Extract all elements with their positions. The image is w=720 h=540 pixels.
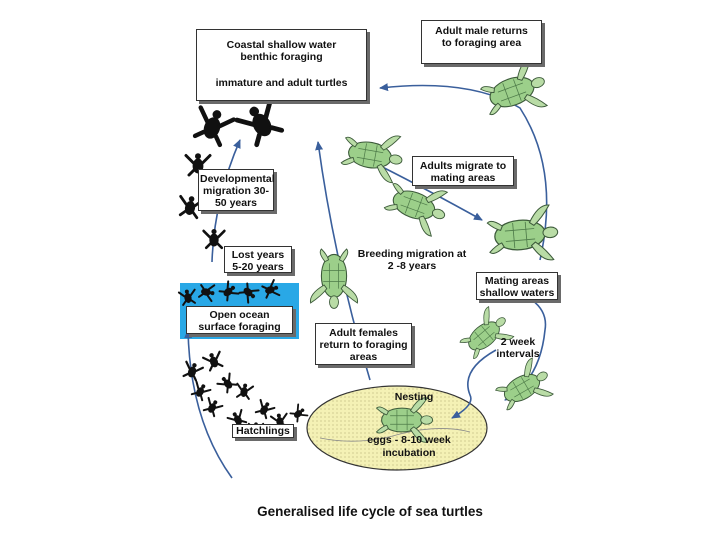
arrow-two-week (451, 349, 497, 419)
turtle-mating (485, 203, 561, 266)
turtle-female-return (309, 248, 359, 309)
hatchling-turtles (180, 349, 310, 437)
developmental-label: Developmental migration 30-50 years (200, 173, 275, 209)
arrow-hatchlings-to-ocean (184, 329, 233, 479)
adults-migrate-label: Adults migrate to mating areas (419, 160, 507, 184)
developmental-box: Developmental migration 30-50 years (198, 169, 275, 211)
turtle-male (476, 56, 554, 126)
mating-areas-label: Mating areas shallow waters (479, 275, 555, 299)
foraging-box: Coastal shallow water benthic foraging i… (196, 29, 367, 101)
foraging-title: Coastal shallow water benthic foraging (226, 39, 337, 63)
females-return-label: Adult females return to foraging areas (319, 327, 408, 363)
turtle-migrating-1 (338, 126, 407, 185)
foraging-subtitle: immature and adult turtles (215, 77, 348, 89)
hatchlings-label: Hatchlings (236, 425, 290, 437)
male-returns-label: Adult male returns to foraging area (435, 25, 528, 49)
open-ocean-label: Open ocean surface foraging (198, 309, 281, 333)
lost-years-box: Lost years 5-20 years (224, 246, 292, 273)
lost-years-label: Lost years 5-20 years (231, 249, 285, 273)
hatchlings-box: Hatchlings (232, 424, 294, 438)
male-returns-box: Adult male returns to foraging area (421, 20, 542, 64)
diagram-caption: Generalised life cycle of sea turtles (257, 504, 483, 519)
nesting-label: Nesting (394, 391, 434, 403)
mating-areas-box: Mating areas shallow waters (476, 272, 558, 300)
adults-migrate-box: Adults migrate to mating areas (412, 156, 514, 186)
two-week-label: 2 week intervals (496, 336, 540, 360)
open-ocean-box: Open ocean surface foraging (186, 306, 293, 334)
eggs-label: eggs - 8-10 week incubation (367, 434, 451, 459)
breeding-migration-label: Breeding migration at 2 -8 years (357, 248, 467, 272)
females-return-box: Adult females return to foraging areas (315, 323, 412, 365)
turtle-interval-2 (490, 354, 558, 419)
